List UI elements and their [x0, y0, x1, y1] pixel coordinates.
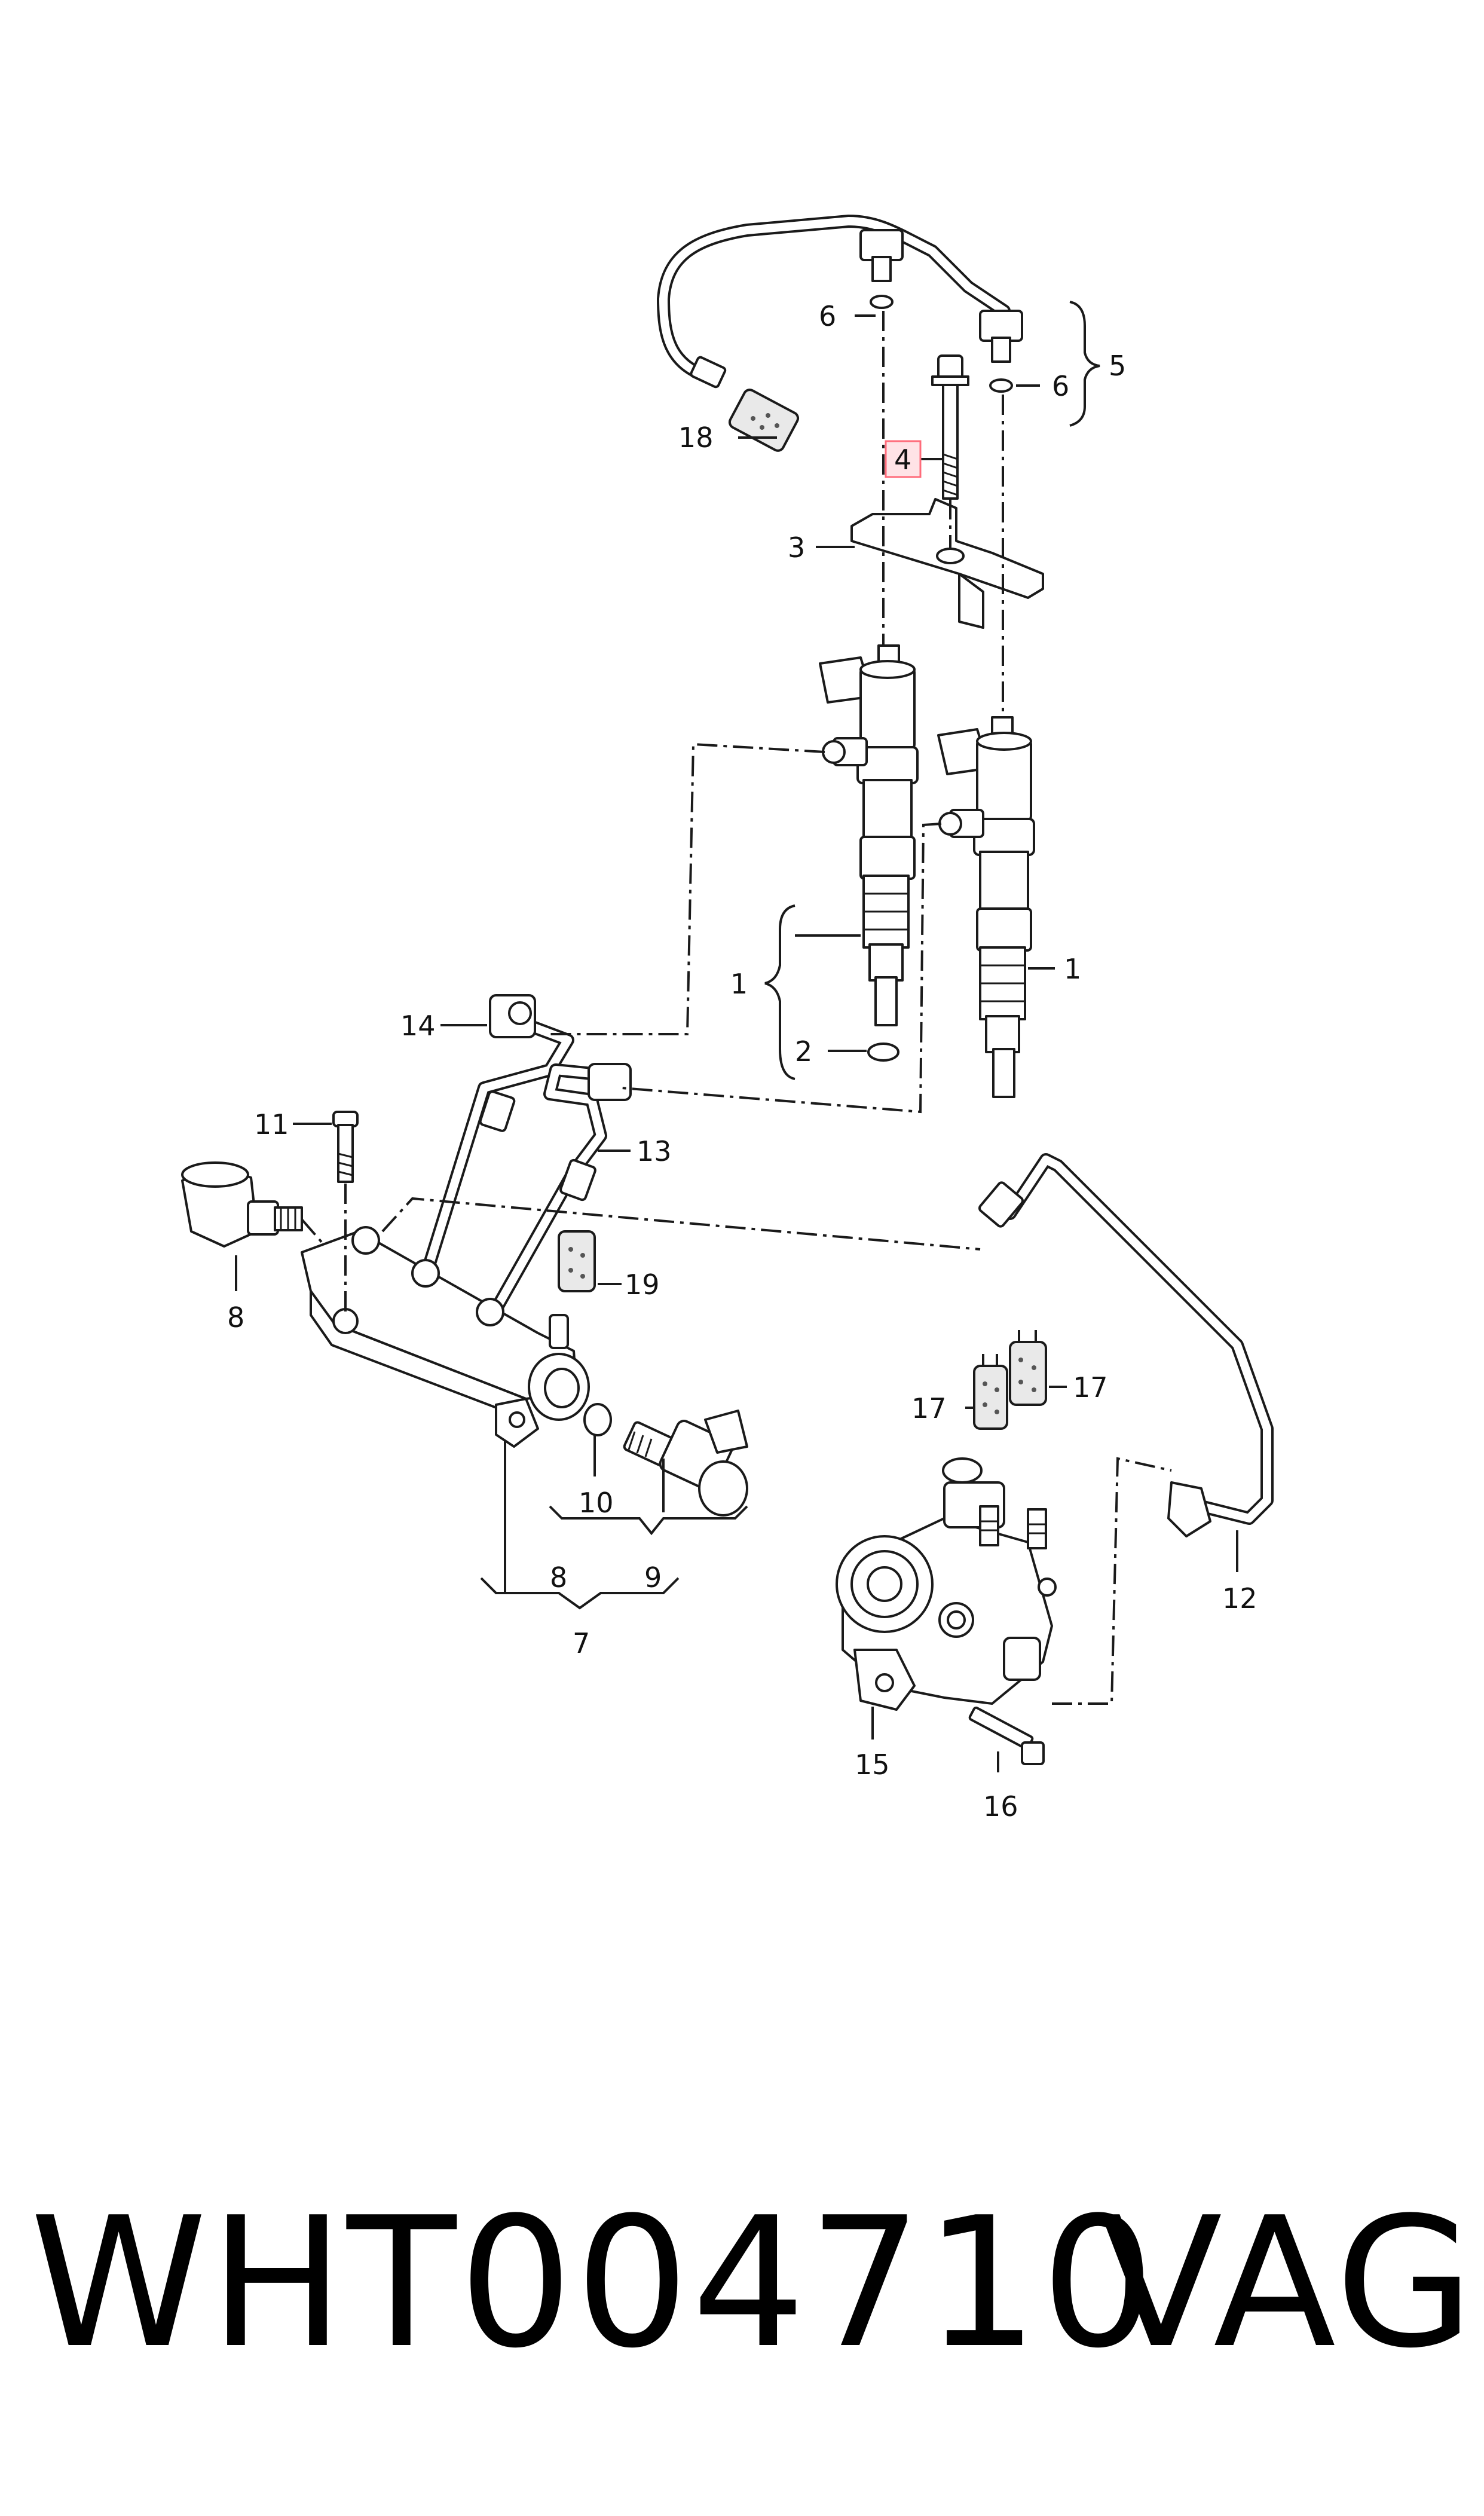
- hose-clip-19[interactable]: [558, 1230, 596, 1292]
- hose-clip-17-left[interactable]: [973, 1354, 1008, 1430]
- leak-off-line[interactable]: [657, 215, 1023, 389]
- callout-1-right[interactable]: 1: [1064, 953, 1081, 985]
- parts-diagram: 6 6 5 18 4 3 1 2 1 14 11 13 19 8 17 17 1…: [181, 215, 1274, 1823]
- hp-line-13[interactable]: [489, 1063, 632, 1316]
- callout-17-left[interactable]: 17: [911, 1392, 947, 1424]
- hp-line-12[interactable]: [978, 1153, 1274, 1537]
- bolt-4[interactable]: [931, 354, 969, 500]
- hose-clip-18[interactable]: [727, 388, 800, 453]
- callout-13[interactable]: 13: [637, 1135, 672, 1167]
- seal-2[interactable]: [867, 1043, 899, 1062]
- bolt-16[interactable]: [968, 1706, 1045, 1765]
- regulator-valve-9[interactable]: [623, 1410, 748, 1517]
- hose-clip-17-right[interactable]: [1009, 1330, 1047, 1406]
- seal-6-right[interactable]: [989, 378, 1013, 393]
- callout-1-left[interactable]: 1: [730, 968, 748, 1000]
- callout-8-sensor[interactable]: 8: [227, 1301, 244, 1334]
- callout-6-right[interactable]: 6: [1052, 370, 1069, 402]
- callout-7[interactable]: 7: [573, 1627, 590, 1659]
- seal-6-left[interactable]: [870, 295, 894, 309]
- callout-9[interactable]: 9: [644, 1561, 662, 1594]
- callout-11[interactable]: 11: [254, 1108, 289, 1141]
- callout-18[interactable]: 18: [678, 421, 714, 454]
- callout-3[interactable]: 3: [788, 531, 805, 564]
- pressure-sensor-8[interactable]: [181, 1161, 303, 1248]
- leader-lines: [235, 301, 1238, 1772]
- connection-lines: [301, 311, 1172, 1705]
- callout-19[interactable]: 19: [625, 1268, 660, 1301]
- callout-15[interactable]: 15: [855, 1748, 890, 1781]
- injector-1-left[interactable]: [819, 644, 919, 1026]
- callout-4-highlight: [885, 440, 922, 478]
- callout-4[interactable]: 4: [894, 444, 911, 476]
- clamp-3[interactable]: [850, 498, 1044, 629]
- brand-label: VAG: [1100, 2179, 1477, 2387]
- callout-2[interactable]: 2: [795, 1035, 812, 1068]
- callout-5[interactable]: 5: [1109, 350, 1126, 382]
- callout-12[interactable]: 12: [1222, 1582, 1257, 1615]
- seal-10[interactable]: [583, 1403, 612, 1436]
- high-pressure-pump-15[interactable]: [836, 1457, 1057, 1711]
- callout-17-right[interactable]: 17: [1073, 1371, 1108, 1404]
- footer: WHT004710 VAG: [0, 2176, 1484, 2391]
- fuel-rail-7[interactable]: [301, 1226, 590, 1448]
- part-number: WHT004710: [30, 2179, 1158, 2387]
- callout-8-rail[interactable]: 8: [550, 1561, 567, 1594]
- bolt-11[interactable]: [332, 1111, 359, 1183]
- callout-14[interactable]: 14: [400, 1010, 436, 1042]
- callout-labels: 6 6 5 18 4 3 1 2 1 14 11 13 19 8 17 17 1…: [227, 300, 1257, 1823]
- injector-1-right[interactable]: [937, 716, 1035, 1098]
- callout-16[interactable]: 16: [983, 1790, 1018, 1823]
- callout-6-left[interactable]: 6: [819, 300, 836, 332]
- callout-10[interactable]: 10: [579, 1487, 614, 1519]
